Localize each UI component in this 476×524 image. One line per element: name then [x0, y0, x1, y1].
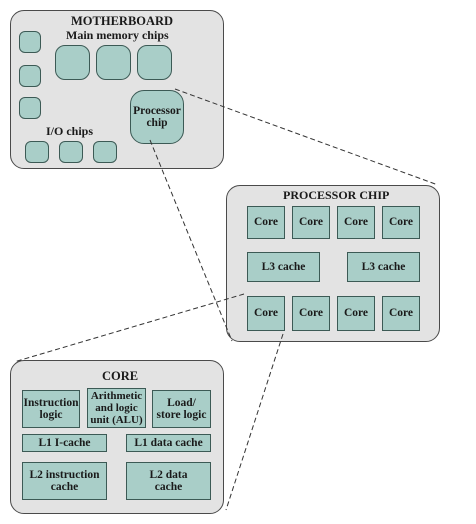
instruction-logic-label: Instruction logic	[23, 396, 79, 422]
core-box: Core	[247, 206, 285, 239]
connector-line	[13, 293, 245, 363]
io-chip	[59, 141, 83, 163]
l1-dcache-box: L1 data cache	[126, 434, 211, 452]
l3-cache-box: L3 cache	[247, 252, 320, 282]
core-label: Core	[388, 216, 414, 229]
processor-chip: Processor chip	[130, 90, 184, 144]
memory-chip	[55, 45, 90, 80]
core-box: Core	[292, 206, 330, 239]
motherboard-title: MOTHERBOARD	[71, 14, 174, 28]
instruction-logic-box: Instruction logic	[22, 390, 80, 428]
motherboard-panel: MOTHERBOARD Main memory chips Processor …	[10, 10, 224, 169]
core-label: Core	[253, 216, 279, 229]
memory-chip	[137, 45, 172, 80]
core-label: Core	[343, 216, 369, 229]
core-label: Core	[298, 216, 324, 229]
io-chip	[25, 141, 49, 163]
l3-cache-label: L3 cache	[261, 260, 306, 273]
l3-cache-box: L3 cache	[347, 252, 420, 282]
small-chip	[19, 31, 41, 53]
l2-icache-label: L2 instruction cache	[29, 468, 100, 494]
alu-label: Arithmetic and logic unit (ALU)	[90, 390, 143, 426]
core-label: Core	[343, 307, 369, 320]
l1-dcache-label: L1 data cache	[134, 436, 203, 449]
memory-chip	[96, 45, 131, 80]
load-store-logic-box: Load/ store logic	[152, 390, 211, 428]
alu-box: Arithmetic and logic unit (ALU)	[87, 388, 146, 428]
connector-line	[225, 333, 284, 511]
io-chip	[93, 141, 117, 163]
processor-chip-label: Processor chip	[133, 104, 181, 130]
io-chips-label: I/O chips	[46, 124, 94, 138]
connector-line	[149, 139, 233, 342]
core-label: Core	[298, 307, 324, 320]
core-label: Core	[253, 307, 279, 320]
l3-cache-label: L3 cache	[361, 260, 406, 273]
l2-dcache-label: L2 data cache	[149, 468, 188, 494]
core-box: Core	[292, 296, 330, 331]
l2-icache-box: L2 instruction cache	[22, 462, 107, 500]
core-box: Core	[337, 296, 375, 331]
main-memory-label: Main memory chips	[66, 28, 169, 42]
load-store-logic-label: Load/ store logic	[156, 396, 207, 422]
core-box: Core	[382, 296, 420, 331]
small-chip	[19, 97, 41, 119]
core-label: Core	[388, 307, 414, 320]
l1-icache-box: L1 I-cache	[22, 434, 107, 452]
core-box: Core	[247, 296, 285, 331]
processor-chip-title: PROCESSOR CHIP	[283, 188, 390, 202]
core-title: CORE	[102, 369, 139, 383]
core-box: Core	[382, 206, 420, 239]
l1-icache-label: L1 I-cache	[38, 436, 91, 449]
small-chip	[19, 65, 41, 87]
l2-dcache-box: L2 data cache	[126, 462, 211, 500]
core-panel: CORE Instruction logic Arithmetic and lo…	[10, 360, 224, 514]
core-box: Core	[337, 206, 375, 239]
processor-chip-panel: PROCESSOR CHIP Core Core Core Core L3 ca…	[226, 185, 440, 342]
